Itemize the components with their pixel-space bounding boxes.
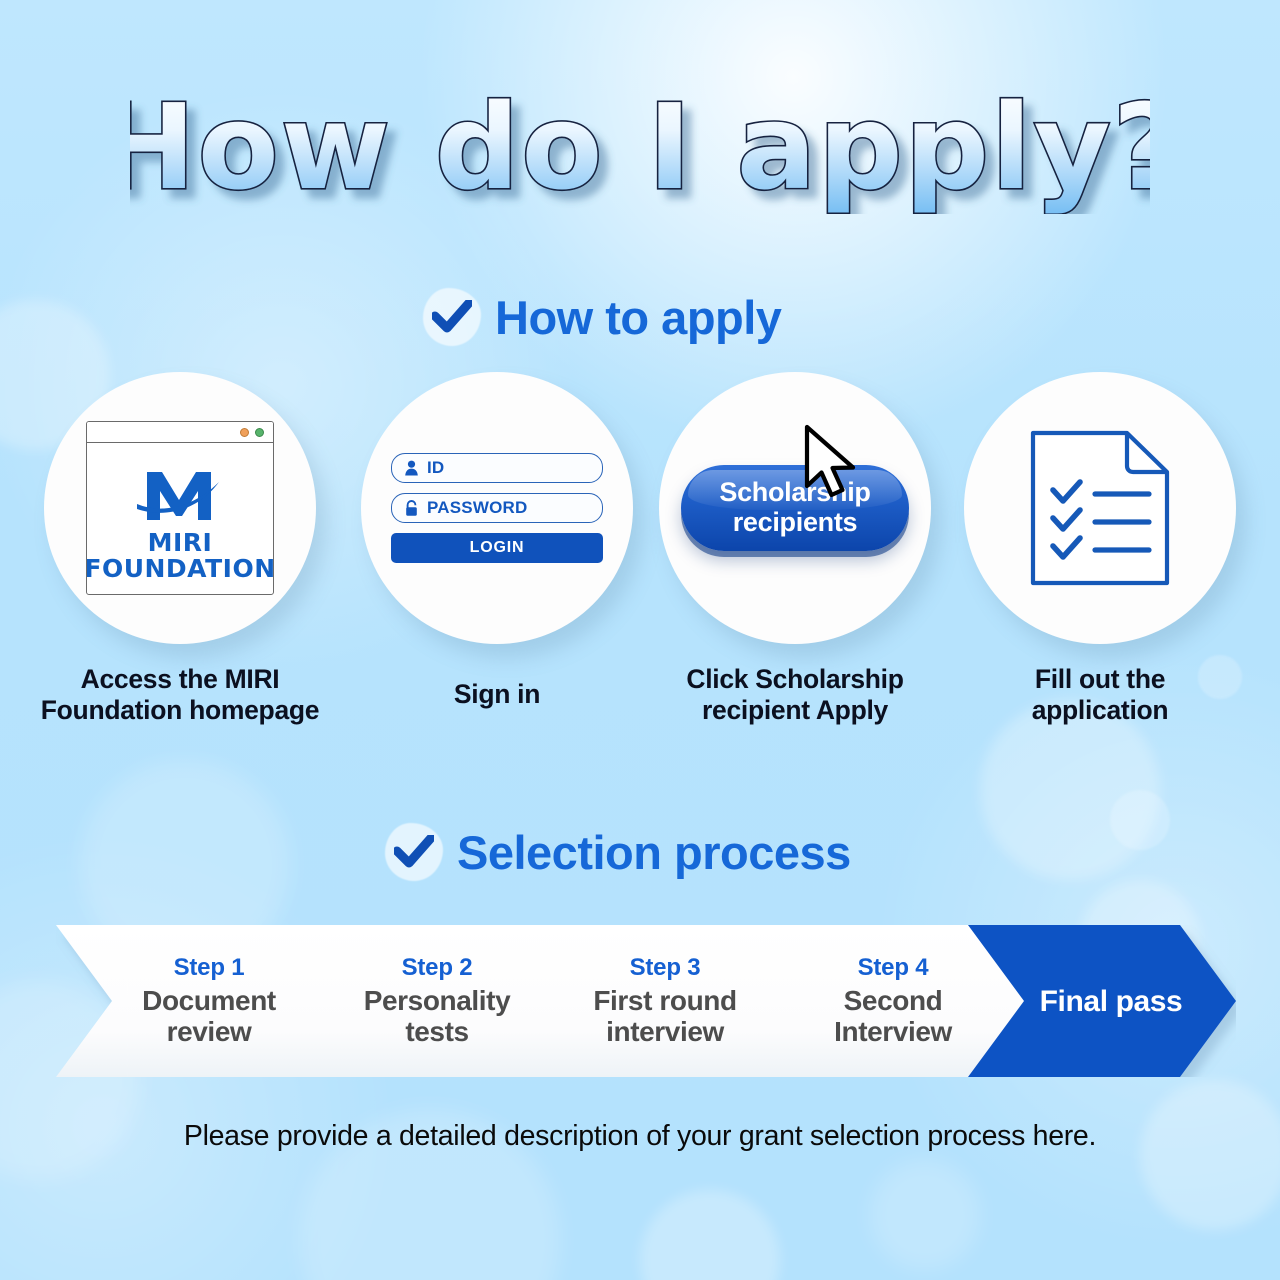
browser-content: MIRI FOUNDATION bbox=[86, 443, 274, 594]
chevron-step-4: Step 4 Second Interview bbox=[768, 925, 1018, 1077]
browser-title-bar bbox=[87, 422, 273, 443]
chevron-step-label: Step 4 bbox=[857, 954, 929, 982]
chevron-value-line2: Interview bbox=[834, 1016, 952, 1047]
login-button[interactable]: LOGIN bbox=[391, 533, 603, 563]
section-heading-label: Selection process bbox=[457, 825, 851, 879]
chevron-step-value: Second Interview bbox=[834, 985, 952, 1048]
step-caption-line1: Sign in bbox=[453, 679, 541, 709]
chevron-step-value: First round interview bbox=[593, 985, 737, 1048]
login-form-icon: ID PASSWORD LOGIN bbox=[391, 453, 603, 563]
chevron-value-line1: First round bbox=[593, 985, 737, 1017]
step-caption-line2: recipient Apply bbox=[702, 695, 888, 725]
apply-steps-row: MIRI FOUNDATION Access the MIRI Foundati… bbox=[0, 372, 1280, 772]
chevron-value-line1: Final pass bbox=[1039, 984, 1183, 1018]
window-dot-orange bbox=[240, 427, 249, 437]
step-circle: Scholarship recipients bbox=[659, 372, 931, 644]
check-icon bbox=[423, 288, 481, 346]
id-field[interactable]: ID bbox=[391, 453, 603, 483]
step-circle: MIRI FOUNDATION bbox=[44, 372, 316, 644]
button-label-line1: Scholarship bbox=[719, 477, 871, 508]
chevron-value-line1: Personality bbox=[363, 985, 511, 1017]
chevron-value-line1: Document bbox=[142, 985, 276, 1017]
bokeh-circle bbox=[1110, 790, 1170, 850]
miri-m-swoosh-logo bbox=[137, 471, 219, 520]
apply-step-signin: ID PASSWORD LOGIN Sign in bbox=[347, 372, 647, 710]
step-caption: Access the MIRI Foundation homepage bbox=[30, 664, 330, 726]
section-heading-selection-process: Selection process bbox=[385, 823, 851, 881]
step-caption-line1: Fill out the bbox=[1034, 664, 1166, 694]
chevron-value-line2: review bbox=[166, 1016, 252, 1047]
chevron-value-line2: interview bbox=[606, 1016, 724, 1047]
logo-text-line2: FOUNDATION bbox=[86, 553, 274, 583]
window-dot-green bbox=[255, 427, 264, 437]
chevron-final-pass: Final pass bbox=[996, 925, 1226, 1077]
person-icon bbox=[405, 460, 418, 476]
page-title-art: How do I apply? bbox=[130, 84, 1150, 214]
check-icon bbox=[385, 823, 443, 881]
mouse-cursor-icon bbox=[804, 424, 856, 498]
check-glyph bbox=[394, 835, 434, 868]
apply-step-click-scholarship: Scholarship recipients Click Scholarship… bbox=[645, 372, 945, 726]
chevron-step-label: Step 3 bbox=[629, 954, 701, 982]
section-heading-label: How to apply bbox=[495, 290, 782, 344]
lock-icon bbox=[406, 499, 417, 516]
bokeh-circle bbox=[1140, 1080, 1280, 1230]
selection-process-flow: Step 1 Document review Step 2 Personalit… bbox=[56, 925, 1236, 1077]
section-heading-how-to-apply: How to apply bbox=[423, 288, 782, 346]
button-gloss bbox=[688, 470, 902, 510]
button-label-line2: recipients bbox=[732, 507, 858, 537]
apply-step-homepage: MIRI FOUNDATION Access the MIRI Foundati… bbox=[30, 372, 330, 726]
step-caption: Fill out the application bbox=[950, 664, 1250, 726]
step-caption: Sign in bbox=[347, 679, 647, 710]
bokeh-circle bbox=[1198, 655, 1242, 699]
step-caption: Click Scholarship recipient Apply bbox=[645, 664, 945, 726]
chevron-step-3: Step 3 First round interview bbox=[540, 925, 790, 1077]
step-caption-line2: application bbox=[1031, 695, 1169, 725]
chevron-step-label: Step 2 bbox=[401, 954, 473, 982]
page-title: How do I apply? bbox=[0, 84, 1280, 214]
logo-text-line1: MIRI bbox=[147, 527, 213, 557]
browser-window-icon: MIRI FOUNDATION bbox=[86, 421, 274, 595]
step-caption-line1: Click Scholarship bbox=[686, 664, 904, 694]
scholarship-recipients-button[interactable]: Scholarship recipients bbox=[681, 465, 909, 551]
chevron-step-2: Step 2 Personality tests bbox=[312, 925, 562, 1077]
chevron-step-1: Step 1 Document review bbox=[84, 925, 334, 1077]
id-field-label: ID bbox=[427, 458, 445, 477]
apply-step-fill-application: Fill out the application bbox=[950, 372, 1250, 726]
chevron-value-line2: tests bbox=[405, 1016, 469, 1047]
check-glyph bbox=[432, 300, 472, 333]
step-caption-line1: Access the MIRI bbox=[80, 664, 280, 694]
step-circle: ID PASSWORD LOGIN bbox=[361, 372, 633, 644]
bokeh-circle bbox=[980, 700, 1160, 880]
chevron-step-value: Personality tests bbox=[363, 985, 511, 1048]
chevron-step-value: Final pass bbox=[1040, 985, 1183, 1018]
button-label: Scholarship recipients bbox=[719, 477, 871, 537]
svg-text:How do I apply?: How do I apply? bbox=[130, 84, 1150, 214]
password-field-label: PASSWORD bbox=[427, 498, 528, 517]
chevron-step-value: Document review bbox=[142, 985, 276, 1048]
step-caption-line2: Foundation homepage bbox=[40, 695, 320, 725]
bokeh-circle bbox=[870, 1160, 980, 1270]
chevron-value-line1: Second bbox=[843, 985, 943, 1017]
chevron-shapes bbox=[56, 925, 1236, 1077]
footer-note: Please provide a detailed description of… bbox=[183, 1120, 1097, 1152]
document-checklist-icon bbox=[1030, 430, 1170, 586]
step-circle bbox=[964, 372, 1236, 644]
chevron-step-label: Step 1 bbox=[173, 954, 245, 982]
password-field[interactable]: PASSWORD bbox=[391, 493, 603, 523]
